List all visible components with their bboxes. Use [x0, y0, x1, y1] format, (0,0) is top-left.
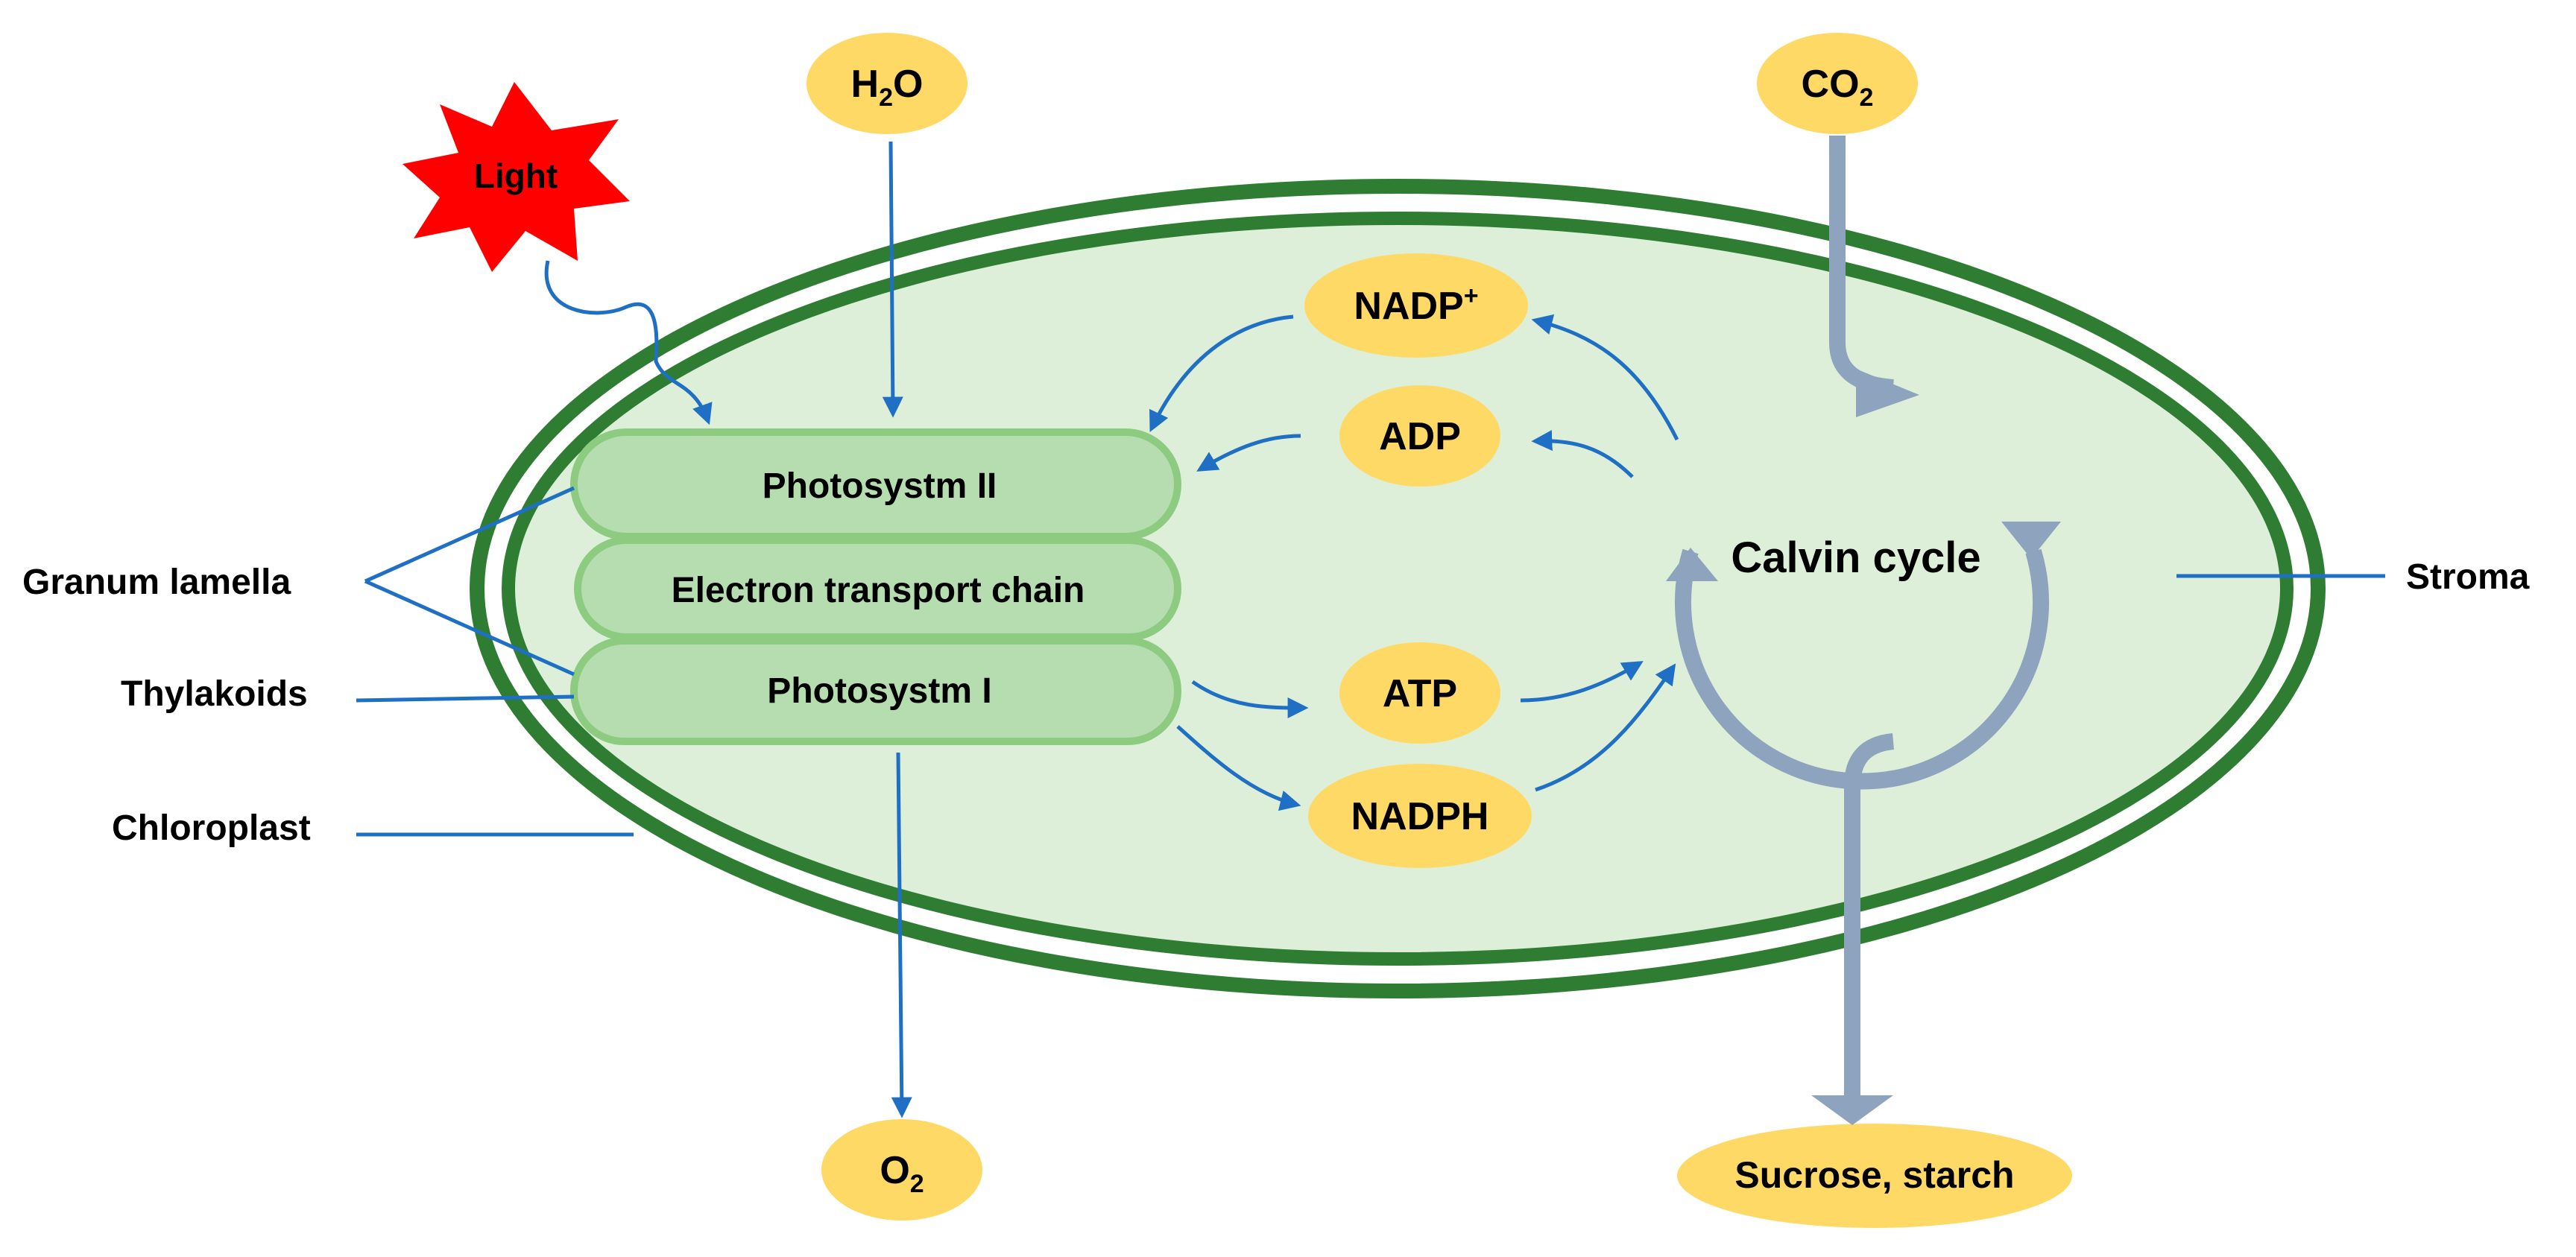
psi-to-atp-arrow	[1191, 680, 1309, 718]
granum-pointer-bottom	[364, 579, 575, 677]
calvin-cycle-label: Calvin cycle	[1731, 533, 1980, 582]
atp-to-cycle-arrow	[1520, 661, 1644, 703]
nadph-label: NADPH	[1351, 795, 1489, 838]
adp-to-psii-arrow	[1196, 434, 1301, 472]
oxygen-bubble	[821, 1119, 982, 1220]
chloroplast-outer-membrane	[470, 179, 2326, 998]
molecule-atp: ATP	[1339, 642, 1500, 744]
water-to-psii-arrow	[882, 141, 903, 418]
nadp-to-psii-arrow	[1149, 314, 1294, 433]
co2-bubble	[1757, 33, 1918, 134]
cycle-arrowhead-right	[2001, 522, 2061, 559]
calvin-cycle-ring	[1675, 548, 2049, 790]
electron-transport-chain-label: Electron transport chain	[672, 571, 1085, 610]
adp-label: ADP	[1379, 415, 1461, 458]
psi-to-nadph-arrow	[1176, 725, 1301, 811]
water-input: H2O	[806, 33, 967, 134]
water-label-tail: O	[893, 63, 923, 106]
photosystem-ii-label: Photosystm II	[763, 466, 997, 506]
light-burst-icon	[402, 82, 630, 272]
granum-pointer-top	[364, 486, 575, 583]
nadp-label-superscript: +	[1464, 282, 1479, 310]
oxygen-output: O2	[821, 1119, 982, 1220]
nadp-label-main: NADP	[1354, 285, 1463, 328]
nadp-label: NADP+	[1354, 282, 1478, 328]
co2-label: CO2	[1802, 63, 1874, 112]
annotation-lines	[356, 486, 2385, 837]
co2-input: CO2	[1757, 33, 1918, 134]
sugar-output: Sucrose, starch	[1677, 1124, 2072, 1228]
sugar-exit-pipe	[1844, 733, 1895, 1099]
nadp-bubble	[1304, 253, 1528, 358]
molecule-adp: ADP	[1339, 385, 1500, 487]
water-bubble	[806, 33, 967, 134]
granum-lamella-label: Granum lamella	[22, 563, 291, 602]
sugar-bubble	[1677, 1124, 2072, 1228]
flow-arrows	[544, 141, 1679, 1118]
water-label-main: H	[851, 63, 880, 106]
thylakoid-stack: Photosystm II Electron transport chain P…	[570, 428, 1181, 745]
molecule-nadph: NADPH	[1308, 764, 1532, 868]
chloroplast-label: Chloroplast	[112, 808, 311, 848]
cycle-arrowhead-top	[1856, 369, 1919, 417]
stroma-label: Stroma	[2406, 557, 2530, 597]
water-label-subscript: 2	[879, 83, 893, 112]
oxygen-label-subscript: 2	[910, 1170, 924, 1198]
co2-label-main: CO	[1802, 63, 1860, 106]
adp-bubble	[1339, 385, 1500, 487]
atp-bubble	[1339, 642, 1500, 744]
co2-label-subscript: 2	[1860, 83, 1874, 112]
sugar-label: Sucrose, starch	[1734, 1154, 2014, 1196]
photosystem-i-disc	[570, 637, 1181, 745]
light-input: Light	[402, 82, 630, 272]
cycle-arrowhead-left	[1666, 548, 1718, 581]
water-label: H2O	[851, 63, 924, 112]
sugar-exit-arrowhead	[1811, 1095, 1893, 1125]
oxygen-label: O2	[880, 1149, 924, 1198]
cycle-to-adp-arrow	[1531, 430, 1634, 478]
thylakoids-label: Thylakoids	[121, 674, 308, 714]
nadph-bubble	[1308, 764, 1532, 868]
photosystem-i-label: Photosystm I	[767, 671, 991, 711]
psi-to-oxygen-arrow	[891, 752, 912, 1118]
light-to-thylakoid-arrow	[544, 260, 713, 425]
atp-label: ATP	[1383, 672, 1457, 715]
nadph-to-cycle-arrow	[1535, 663, 1676, 792]
oxygen-label-main: O	[880, 1149, 909, 1192]
light-label: Light	[474, 156, 558, 195]
thylakoids-pointer	[356, 694, 575, 703]
molecule-nadp: NADP+	[1304, 253, 1528, 358]
cycle-to-nadp-arrow	[1531, 314, 1679, 441]
calvin-cycle: Calvin cycle	[1666, 136, 2061, 1125]
